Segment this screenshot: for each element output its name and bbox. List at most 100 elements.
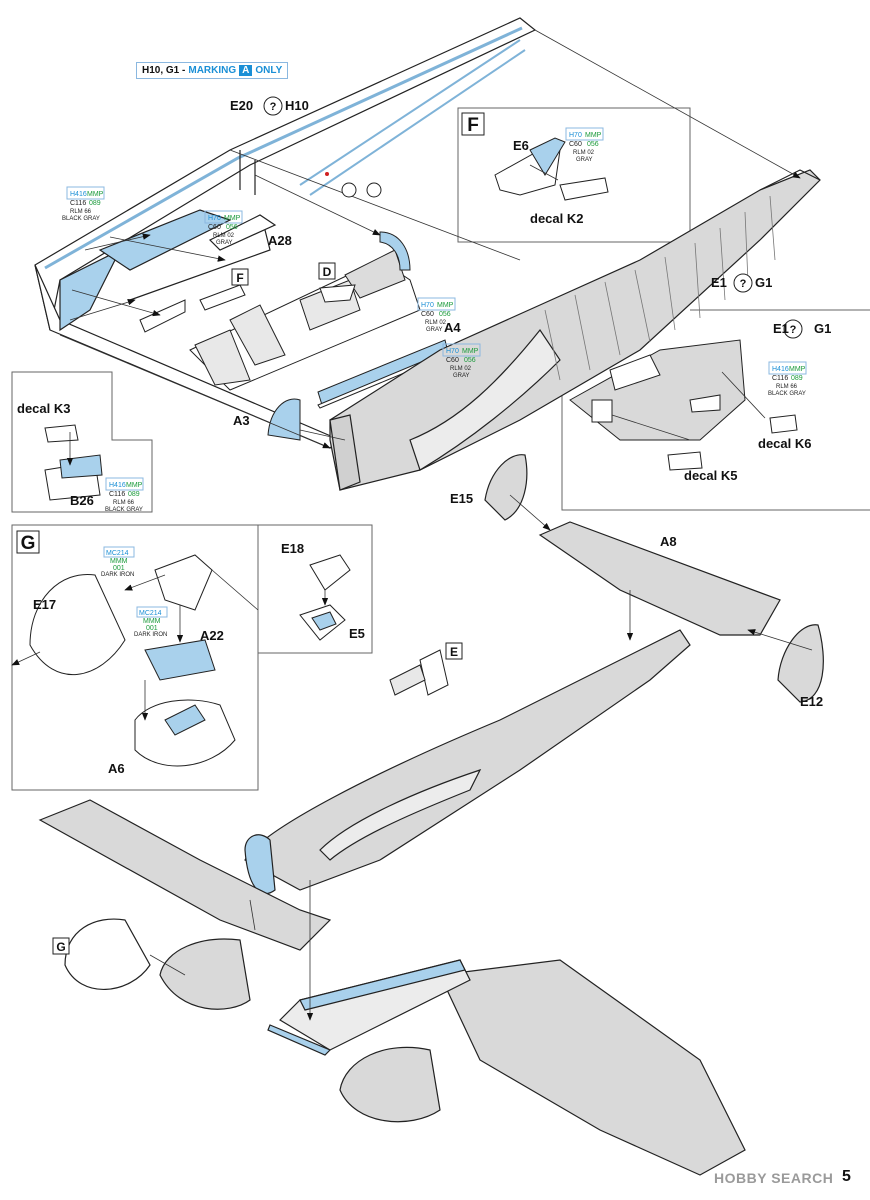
- svg-text:MC214: MC214: [106, 550, 129, 557]
- svg-text:GRAY: GRAY: [216, 240, 233, 246]
- question-icon-h10: [263, 96, 283, 116]
- svg-text:056: 056: [464, 357, 476, 364]
- page-number: 5: [842, 1168, 851, 1185]
- svg-text:RLM 66: RLM 66: [70, 209, 92, 215]
- svg-text:BLACK GRAY: BLACK GRAY: [768, 391, 806, 397]
- svg-text:056: 056: [587, 141, 599, 148]
- label-a28: A28: [268, 233, 292, 248]
- svg-text:H416: H416: [70, 191, 87, 198]
- label-e12: E12: [800, 694, 823, 709]
- label-h10: H10: [285, 98, 309, 113]
- inset-k3-frame: [11, 371, 153, 513]
- svg-text:GRAY: GRAY: [453, 373, 470, 379]
- label-a8: A8: [660, 534, 677, 549]
- paint-chip-h416-top: H416 MMP C116 089 RLM 66 BLACK GRAY: [62, 186, 105, 222]
- svg-text:MMP: MMP: [224, 215, 241, 222]
- svg-text:056: 056: [226, 224, 238, 231]
- svg-text:089: 089: [791, 375, 803, 382]
- marker-f-box-text: F: [467, 115, 479, 136]
- gun-pack-e: [389, 649, 449, 696]
- svg-text:C116: C116: [772, 375, 788, 382]
- svg-text:RLM 02: RLM 02: [573, 150, 595, 156]
- red-dot-icon: [325, 172, 329, 176]
- svg-text:MMP: MMP: [437, 302, 454, 309]
- paint-chip-h70-a28: H70 MMP C60 056 RLM 02 GRAY: [204, 210, 243, 246]
- assembled-wings: [38, 799, 746, 1176]
- label-a22: A22: [200, 628, 224, 643]
- svg-text:MMM: MMM: [143, 618, 161, 625]
- svg-text:MMP: MMP: [585, 132, 602, 139]
- hobbysearch-watermark: HOBBY SEARCH: [714, 1170, 833, 1186]
- marking-header: H10, G1 - MARKING A ONLY: [136, 62, 289, 79]
- bulkheads: [267, 231, 449, 441]
- svg-text:C60: C60: [446, 357, 459, 364]
- svg-text:001: 001: [113, 565, 125, 572]
- inset-g-frame: [11, 524, 259, 791]
- label-g1-inset: G1: [814, 321, 831, 336]
- svg-text:GRAY: GRAY: [576, 157, 593, 163]
- marker-e-small-text: E: [450, 645, 458, 659]
- svg-text:C116: C116: [109, 491, 125, 498]
- marker-e-small: [445, 642, 463, 660]
- question-icon-g1: [733, 273, 753, 293]
- paint-chip-h416-inset: H416 MMP C116 089 RLM 66 BLACK GRAY: [768, 361, 807, 397]
- svg-text:C60: C60: [421, 311, 434, 318]
- svg-text:RLM 02: RLM 02: [450, 366, 472, 372]
- inset-e18-frame: [257, 524, 373, 654]
- marking-prefix: H10, G1 -: [142, 65, 186, 76]
- label-a6: A6: [108, 761, 125, 776]
- label-decal-k6: decal K6: [758, 436, 811, 451]
- svg-text:MMP: MMP: [789, 366, 806, 373]
- label-e17: E17: [33, 597, 56, 612]
- label-e1: E1: [711, 275, 727, 290]
- svg-text:001: 001: [146, 625, 158, 632]
- svg-text:C60: C60: [569, 141, 582, 148]
- question-glyph: ?: [790, 324, 797, 336]
- marker-f-box: [461, 112, 485, 136]
- svg-text:H70: H70: [569, 132, 582, 139]
- drill-icon: [341, 182, 357, 198]
- inset-f-parts: [494, 137, 609, 201]
- engine-nacelles: [64, 918, 441, 1123]
- svg-text:DARK IRON: DARK IRON: [134, 632, 167, 638]
- svg-text:GRAY: GRAY: [426, 327, 443, 333]
- svg-text:RLM 02: RLM 02: [213, 233, 235, 239]
- tail-parts: [484, 454, 824, 703]
- part-labels: E20 H10 A28 A4 A3 E1 G1 E1 G1 decal K6 d…: [17, 98, 831, 776]
- svg-text:MC214: MC214: [139, 610, 162, 617]
- svg-text:MMP: MMP: [126, 482, 143, 489]
- inset-frames: [11, 107, 870, 791]
- inset-e1-parts: [569, 339, 798, 471]
- marking-word: MARKING: [188, 65, 237, 76]
- small-markers: [16, 112, 485, 955]
- svg-text:MMP: MMP: [87, 191, 104, 198]
- label-e15: E15: [450, 491, 473, 506]
- marker-g-box: [16, 530, 40, 554]
- paint-chip-h70-e6: H70 MMP C60 056 RLM 02 GRAY: [565, 127, 604, 163]
- svg-text:H416: H416: [109, 482, 126, 489]
- svg-text:RLM 02: RLM 02: [425, 320, 447, 326]
- optional-icons: [263, 96, 803, 339]
- inset-k3-parts: [44, 424, 103, 501]
- svg-text:056: 056: [439, 311, 451, 318]
- paint-chip-mc214-mid: MC214 MMM 001 DARK IRON: [134, 606, 168, 638]
- leader-lines: [11, 29, 813, 1021]
- svg-text:RLM 66: RLM 66: [113, 500, 135, 506]
- cement-icon: [366, 182, 382, 198]
- question-glyph: ?: [270, 101, 277, 113]
- svg-text:DARK IRON: DARK IRON: [101, 572, 134, 578]
- marker-f-small-text: F: [236, 271, 243, 285]
- label-decal-k2: decal K2: [530, 211, 583, 226]
- marker-f-small: [231, 268, 249, 286]
- marker-d-small-text: D: [323, 265, 332, 279]
- svg-text:RLM 66: RLM 66: [776, 384, 798, 390]
- svg-text:089: 089: [89, 200, 101, 207]
- inset-g-parts: [29, 554, 351, 767]
- label-g1: G1: [755, 275, 772, 290]
- svg-text:C60: C60: [208, 224, 221, 231]
- watermark-text: HOBBY SEARCH: [714, 1170, 834, 1186]
- label-b26: B26: [70, 493, 94, 508]
- label-decal-k3: decal K3: [17, 401, 70, 416]
- inset-f-frame: [457, 107, 691, 243]
